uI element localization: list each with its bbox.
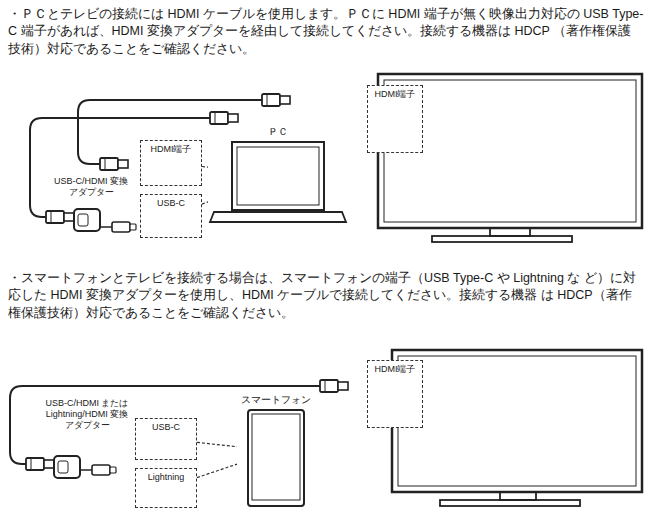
port-box: USB-C: [140, 194, 202, 238]
port-box: HDMI端子: [367, 85, 423, 153]
laptop: [210, 142, 346, 222]
port-box: HDMI端子: [367, 360, 423, 428]
port-box: Lightning: [135, 468, 197, 508]
hdmi-plug: [46, 211, 74, 223]
leader-line: [202, 202, 208, 204]
leader-line: [202, 166, 208, 168]
port-name: USB-C: [141, 195, 201, 208]
port-name: HDMI端子: [368, 86, 422, 99]
leader-line: [197, 442, 237, 446]
port-name: Lightning: [136, 469, 196, 482]
hdmi-plug: [210, 112, 238, 124]
usb-c-adapter: [74, 209, 136, 232]
leader-line: [197, 464, 237, 477]
port-name: HDMI端子: [141, 141, 201, 154]
hdmi-plug: [262, 94, 290, 106]
smartphone: [248, 410, 304, 506]
hdmi-plug: [320, 380, 348, 392]
laptop-node: ＰＣ: [208, 126, 348, 224]
port-box: USB-C: [135, 418, 197, 460]
hdmi-plug: [26, 458, 54, 470]
adapter-label: USB-C/HDMI 変換アダプター: [50, 176, 132, 198]
tv-bottom: [392, 350, 642, 506]
smartphone-node: スマートフォン: [237, 394, 315, 508]
port-box: HDMI端子: [140, 140, 202, 186]
port-name: USB-C: [136, 419, 196, 432]
adapter-label: USB-C/HDMI または Lightning/HDMI 変換アダプター: [44, 398, 130, 430]
device-name: スマートフォン: [237, 394, 315, 406]
instruction-text: ・スマートフォンとテレビを接続する場合は、スマートフォンの端子（USB Type…: [8, 270, 644, 322]
instruction-text: ・ＰＣとテレビの接続には HDMI ケーブルを使用します。ＰＣに HDMI 端子…: [8, 6, 644, 58]
phone-adapter: [54, 456, 116, 478]
hdmi-plug: [100, 158, 128, 170]
port-name: HDMI端子: [368, 361, 422, 374]
device-name: ＰＣ: [208, 126, 348, 138]
